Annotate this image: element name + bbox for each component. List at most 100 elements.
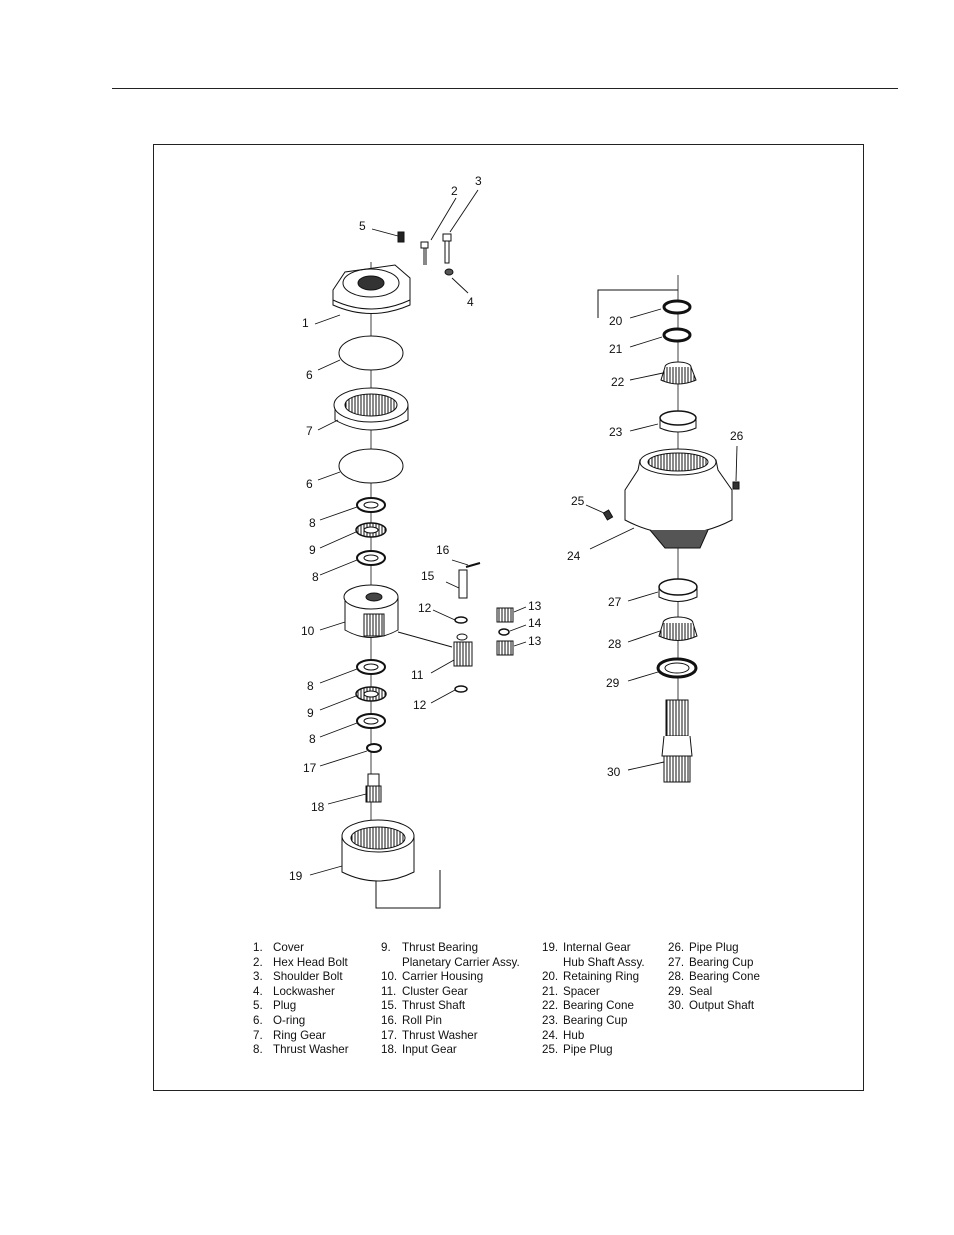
legend-item-number: 7.: [253, 1028, 263, 1042]
callout-30: 30: [607, 765, 621, 779]
roll-pin-part: [465, 562, 481, 568]
legend-item-name: Carrier Housing: [402, 970, 484, 984]
hex-head-bolt-part: [420, 241, 429, 265]
thrust-shaft-part: [458, 569, 468, 599]
legend-item-number: 17.: [381, 1028, 398, 1042]
legend-item: 9.Thrust Bearing: [381, 941, 520, 956]
legend-item: 28.Bearing Cone: [668, 970, 760, 985]
spacer-14-part: [498, 628, 510, 636]
legend-item: 23. Bearing Cup: [542, 1014, 645, 1029]
legend-item-number: 24.: [542, 1028, 559, 1042]
callout-20: 20: [609, 314, 623, 328]
legend-item: 26.Pipe Plug: [668, 941, 760, 956]
legend-item: 15. Thrust Shaft: [381, 999, 520, 1014]
callout-2: 2: [451, 184, 458, 198]
legend-item: Planetary Carrier Assy.: [381, 956, 520, 971]
legend-item: 4.Lockwasher: [253, 985, 349, 1000]
legend-item-number: [381, 956, 402, 971]
callout-27: 27: [608, 595, 622, 609]
legend-item-name: Thrust Washer: [402, 1028, 478, 1042]
legend-item-name: Pipe Plug: [689, 941, 739, 954]
bearing-cone-28-part: [658, 616, 698, 641]
bearing-cup-27-part: [658, 578, 698, 602]
legend-item-name: Hex Head Bolt: [273, 955, 348, 969]
legend-item: 6.O-ring: [253, 1014, 349, 1029]
callout-4: 4: [467, 295, 474, 309]
header-rule: [112, 88, 898, 89]
legend-item-name: Hub: [563, 1028, 585, 1042]
legend-item: 11. Cluster Gear: [381, 985, 520, 1000]
legend-item-number: 25.: [542, 1043, 559, 1057]
legend-item-number: 30.: [668, 999, 685, 1013]
legend-item-number: 18.: [381, 1043, 398, 1057]
legend-item: Hub Shaft Assy.: [542, 956, 645, 971]
legend-item: 18. Input Gear: [381, 1043, 520, 1058]
retaining-ring-part: [662, 299, 692, 315]
legend-item-number: 5.: [253, 999, 263, 1013]
carrier-housing-part: [343, 584, 399, 638]
legend-item: 16. Roll Pin: [381, 1014, 520, 1029]
cover-part: [332, 264, 411, 314]
legend-item-name: Bearing Cone: [563, 999, 634, 1013]
legend-item-number: 23.: [542, 1013, 559, 1027]
callout-26: 26: [730, 429, 744, 443]
legend-item-name: Thrust Shaft: [402, 999, 466, 1013]
pipe-plug-25-part: [602, 509, 614, 521]
callout-29: 29: [606, 676, 620, 690]
callout-28: 28: [608, 637, 622, 651]
legend-item: 29.Seal: [668, 985, 760, 1000]
callout-22: 22: [611, 375, 625, 389]
legend-item-number: 20.: [542, 970, 559, 984]
legend-item: 8.Thrust Washer: [253, 1043, 349, 1058]
legend-item-name: Cluster Gear: [402, 984, 468, 998]
legend-item-number: 11.: [381, 984, 397, 998]
input-gear-part: [365, 773, 382, 803]
legend-item-number: 19.: [542, 941, 559, 954]
legend-item-number: 22.: [542, 999, 559, 1013]
legend-item-name: Thrust Washer: [273, 1043, 349, 1057]
legend-item-number: 1.: [253, 941, 263, 954]
legend-item: 7.Ring Gear: [253, 1029, 349, 1044]
legend-item: 30. Output Shaft: [668, 999, 760, 1014]
thrust-washer-12-upper: [454, 616, 468, 624]
callout-19: 19: [289, 869, 303, 883]
callout-9-b: 9: [307, 706, 314, 720]
callout-8-c: 8: [307, 679, 314, 693]
callout-21: 21: [609, 342, 623, 356]
legend-item: 17. Thrust Washer: [381, 1029, 520, 1044]
legend-item-name: Roll Pin: [402, 1013, 442, 1027]
callout-12-lower: 12: [413, 698, 427, 712]
callout-17: 17: [303, 761, 317, 775]
legend-item-name: Bearing Cup: [563, 1013, 628, 1027]
legend-item-name: Plug: [273, 999, 297, 1013]
callout-11: 11: [411, 668, 424, 682]
legend-item-number: 29.: [668, 984, 685, 998]
legend-item-name: Output Shaft: [689, 999, 755, 1013]
internal-gear-part: [341, 819, 415, 882]
figure-frame: [153, 144, 864, 1091]
legend-item: 24. Hub: [542, 1029, 645, 1044]
seal-part: [656, 657, 698, 679]
callout-6-upper: 6: [306, 368, 313, 382]
ring-gear-part: [333, 387, 409, 431]
legend-item-number: 10.: [381, 970, 398, 984]
legend-item-number: [542, 956, 563, 971]
callout-23: 23: [609, 425, 623, 439]
plug-part: [397, 231, 405, 243]
legend-item-name: Input Gear: [402, 1043, 457, 1057]
legend-item-number: 15.: [381, 999, 398, 1013]
callout-9-a: 9: [309, 543, 316, 557]
legend-item: 19.Internal Gear: [542, 941, 645, 956]
legend-item: 3.Shoulder Bolt: [253, 970, 349, 985]
pipe-plug-26-part: [732, 481, 740, 490]
callout-6-lower: 6: [306, 477, 313, 491]
legend-item: 22. Bearing Cone: [542, 999, 645, 1014]
legend-item: 5. Plug: [253, 999, 349, 1014]
legend-item: 25.Pipe Plug: [542, 1043, 645, 1058]
callout-18: 18: [311, 800, 325, 814]
callout-15: 15: [421, 569, 435, 583]
o-ring-part-lower: [338, 448, 404, 484]
callout-8-d: 8: [309, 732, 316, 746]
legend-item-number: 16.: [381, 1013, 398, 1027]
